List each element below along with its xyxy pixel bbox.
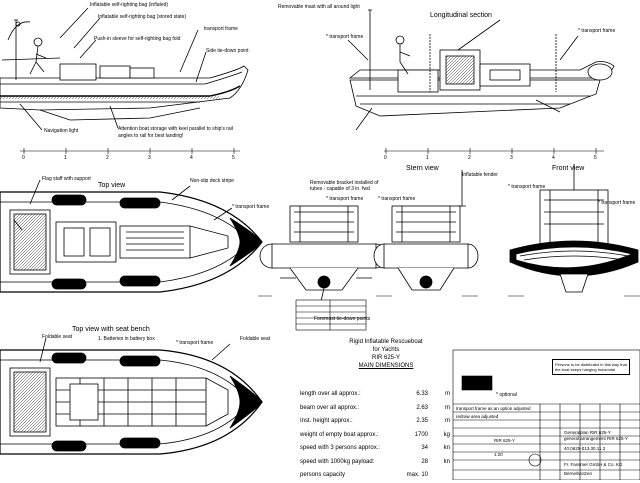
dimension-value: 1700 (414, 431, 428, 438)
callout-inflatable-fender: Inflatable fender (462, 172, 498, 178)
revision-1: transport frame as an option adjusted (456, 406, 531, 411)
dimension-unit: m (445, 418, 450, 424)
callout-inflatable-bag: Inflatable self-righting bag (inflated) (90, 2, 169, 8)
callout-bag-stored: Inflatable self-righting bag (stored sta… (98, 14, 187, 20)
dimension-label: weight of empty boat approx.: (300, 431, 379, 438)
callout-transport-frame-seat: * transport frame (176, 340, 214, 346)
dimension-label: beam over all approx.: (300, 404, 360, 411)
callout-push-in-sleeve: Push-in sleeve for self-righting bag fol… (94, 36, 181, 42)
side-scale-label: 0 (22, 155, 25, 161)
revision-2: redraw area adjusted (456, 414, 499, 419)
side-scale-label: 1 (64, 155, 67, 161)
stamp-box (295, 299, 367, 331)
callout-transport-frame-long-2: * transport frame (578, 28, 616, 34)
callout-transport-frame-stern: * transport frame (326, 196, 364, 202)
long-scale-label: 3 (510, 155, 513, 161)
dimension-value: 6.33 (416, 391, 428, 397)
top-view-seat-title: Top view with seat bench (72, 326, 150, 333)
stern-view-2 (373, 170, 479, 291)
side-scale-label: 5 (232, 155, 235, 161)
callout-side-tie-down: Side tie-down point (206, 48, 249, 54)
callout-transport-frame-front: * transport frame (508, 184, 546, 190)
drawing-title: Generalplan RIR 625-Y (564, 430, 611, 435)
dimension-unit: kn (443, 445, 450, 451)
callout-transport-frame-top: * transport frame (232, 204, 270, 210)
callout-flag-staff: Flag staff with support (42, 176, 91, 182)
title-block (452, 349, 640, 480)
callout-navigation-light: Navigation light (44, 128, 79, 134)
callout-removable-bracket-2: tubes - capable of 3 in. fwd (310, 186, 370, 192)
side-scale-label: 3 (148, 155, 151, 161)
callout-optional: * optional (496, 392, 517, 398)
stern-view-title: Stern view (406, 165, 439, 172)
top-view (0, 179, 263, 293)
long-scale-label: 1 (426, 155, 429, 161)
dimension-row: speed with 1000kg payload: 28 kn (300, 456, 450, 470)
callout-attention-storage: Attention boat storage with keel paralle… (118, 126, 233, 132)
dimension-label: speed with 1000kg payload: (300, 458, 375, 465)
boat-heading-line-3: RIR 625-Y (371, 355, 400, 361)
drawing-number: 40.0625-013.30.11.2 (564, 446, 606, 451)
callout-non-slip-deck: Non-slip deck stripe (190, 178, 234, 184)
side-scale-label: 2 (106, 155, 109, 161)
longitudinal-section-title: Longitudinal section (430, 12, 492, 19)
callout-attention-line2: angles to rail for best landing! (118, 133, 184, 139)
callout-transport-frame-front-2: * transport frame (598, 200, 636, 206)
company-place: Berne/Motzen (564, 471, 593, 476)
dimension-row: Inst. height approx.: 2.35 m (300, 415, 450, 429)
callout-foremost-tie-down: Foremost tie-down points (314, 316, 371, 322)
long-scale-label: 0 (384, 155, 387, 161)
dimension-row: speed with 3 persons approx.: 34 kn (300, 442, 450, 456)
long-scale-label: 2 (468, 155, 471, 161)
long-scale-label: 5 (594, 155, 597, 161)
long-scale-label: 4 (552, 155, 555, 161)
boat-heading: Rigid Inflatable Rescueboat for Yachts R… (296, 338, 476, 370)
boat-heading-line-2: for Yachts (372, 347, 400, 353)
dimension-unit: kg (443, 431, 450, 438)
dimension-row: beam over all approx.: 2.63 m (300, 402, 450, 416)
dimension-label: Inst. height approx.: (300, 418, 353, 424)
boat-heading-line-4: MAIN DIMENSIONS (358, 363, 414, 369)
dimension-label: persons capacity (300, 472, 346, 478)
dimension-value: 28 (421, 458, 428, 465)
dimension-unit: m (445, 404, 450, 411)
dimension-label: length over all approx.: (300, 391, 361, 397)
dimension-unit: m (445, 391, 450, 397)
callout-removable-mast: Removable mast with all around light (278, 4, 360, 10)
dimension-row: weight of empty boat approx.: 1700 kg (300, 429, 450, 443)
drawing-scale: 1:20 (494, 452, 503, 457)
callout-battery-box: 1. Batteries in battery box (98, 336, 155, 342)
callout-removable-bracket: Removable bracket installed of (310, 180, 379, 186)
callout-transport-frame-long: * transport frame (326, 34, 364, 40)
dimension-unit: kn (443, 458, 450, 465)
callout-transport-frame-stern-2: * transport frame (378, 196, 416, 202)
top-view-seat-bench (0, 337, 263, 455)
callout-foldable-seat: Foldable seat (42, 334, 73, 340)
main-dimensions-table: length over all approx.: 6.33 m beam ove… (300, 388, 450, 483)
drawing-code: RIR 625-Y (494, 438, 516, 443)
dimension-value: 34 (421, 445, 428, 451)
front-view (509, 164, 639, 293)
front-view-title: Front view (552, 165, 585, 172)
company-name: Fr. Fassmer GmbH & Co. KG (564, 462, 623, 467)
dimension-value: 2.35 (416, 418, 428, 424)
side-scale-label: 4 (190, 155, 193, 161)
longitudinal-scale (384, 148, 604, 154)
longitudinal-section (347, 9, 615, 131)
caution-note: Persons to be distributed in this way th… (552, 359, 630, 375)
stern-view (259, 205, 389, 307)
dimension-row: persons capacity max. 10 (300, 469, 450, 483)
dimension-label: speed with 3 persons approx.: (300, 445, 381, 451)
dimension-value: max. 10 (406, 472, 428, 478)
boat-heading-line-1: Rigid Inflatable Rescueboat (349, 339, 423, 345)
dimension-value: 2.63 (416, 404, 428, 411)
side-scale (20, 148, 240, 154)
callout-transport-frame-side: transport frame (204, 26, 238, 32)
side-view (0, 7, 249, 131)
drawing-subtitle: general arrangement RIR 625-Y (564, 436, 629, 441)
callout-foldable-seat-2: Foldable seat (240, 336, 271, 342)
dimension-row: length over all approx.: 6.33 m (300, 388, 450, 402)
top-view-title: Top view (98, 182, 126, 189)
